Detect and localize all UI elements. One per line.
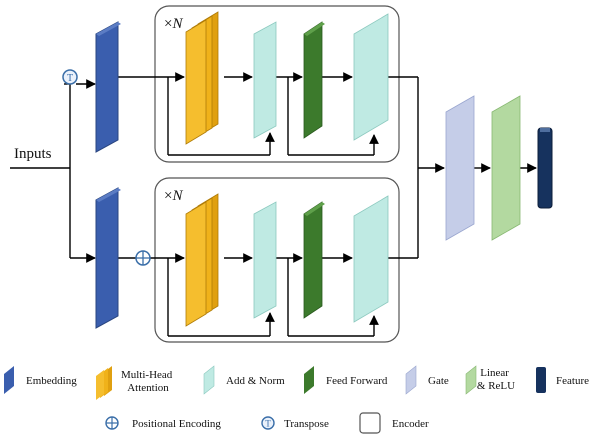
add-norm-block-bottom-2 [353, 195, 389, 323]
legend-add-norm-swatch [203, 365, 215, 395]
embedding-block-top [95, 21, 121, 153]
gate-block [445, 95, 475, 241]
legend-gate-swatch [405, 365, 417, 395]
add-norm-block-top-1 [253, 21, 277, 139]
transpose-icon: T [62, 69, 78, 85]
repeat-label-bottom: ×N [164, 188, 183, 204]
legend-positional-encoding-icon [105, 416, 119, 430]
repeat-label-top: ×N [164, 16, 183, 32]
legend-embedding-label: Embedding [26, 375, 77, 387]
inputs-label: Inputs [14, 146, 52, 162]
legend-transpose-label: Transpose [284, 418, 329, 430]
legend-transpose-icon: T [261, 416, 275, 430]
embedding-block-bottom [95, 187, 121, 329]
legend-embedding-swatch [4, 366, 14, 394]
legend-mha-swatch [96, 366, 112, 400]
feed-forward-block-bottom [303, 201, 325, 319]
add-norm-block-bottom-1 [253, 201, 277, 319]
positional-encoding-icon [135, 250, 151, 266]
legend-mha-label: Multi-Head Attention [121, 369, 175, 394]
legend-feed-forward-swatch [304, 366, 314, 394]
legend-feature-label: Feature [556, 375, 589, 387]
encoder-box-bottom [154, 177, 400, 343]
feed-forward-block-top [303, 21, 325, 139]
legend-gate-label: Gate [428, 375, 449, 387]
multi-head-attention-block-bottom [185, 193, 219, 327]
legend-feed-forward-label: Feed Forward [326, 375, 388, 387]
svg-text:T: T [67, 73, 73, 84]
legend-encoder-label: Encoder [392, 418, 429, 430]
multi-head-attention-block-top [185, 11, 219, 145]
legend-linear-swatch [465, 365, 477, 395]
linear-relu-block [491, 95, 521, 241]
legend-add-norm-label: Add & Norm [226, 375, 285, 387]
legend-feature-swatch [536, 367, 546, 393]
legend: Embedding Multi-Head Attention Add & Nor… [4, 365, 589, 434]
add-norm-block-top-2 [353, 13, 389, 141]
connections [10, 72, 537, 337]
svg-text:T: T [265, 419, 271, 429]
legend-positional-encoding-label: Positional Encoding [132, 418, 221, 430]
legend-encoder-swatch [359, 412, 381, 434]
encoder-box-top [154, 5, 400, 163]
legend-linear-label: Linear & ReLU [477, 367, 515, 392]
feature-block [537, 127, 553, 209]
